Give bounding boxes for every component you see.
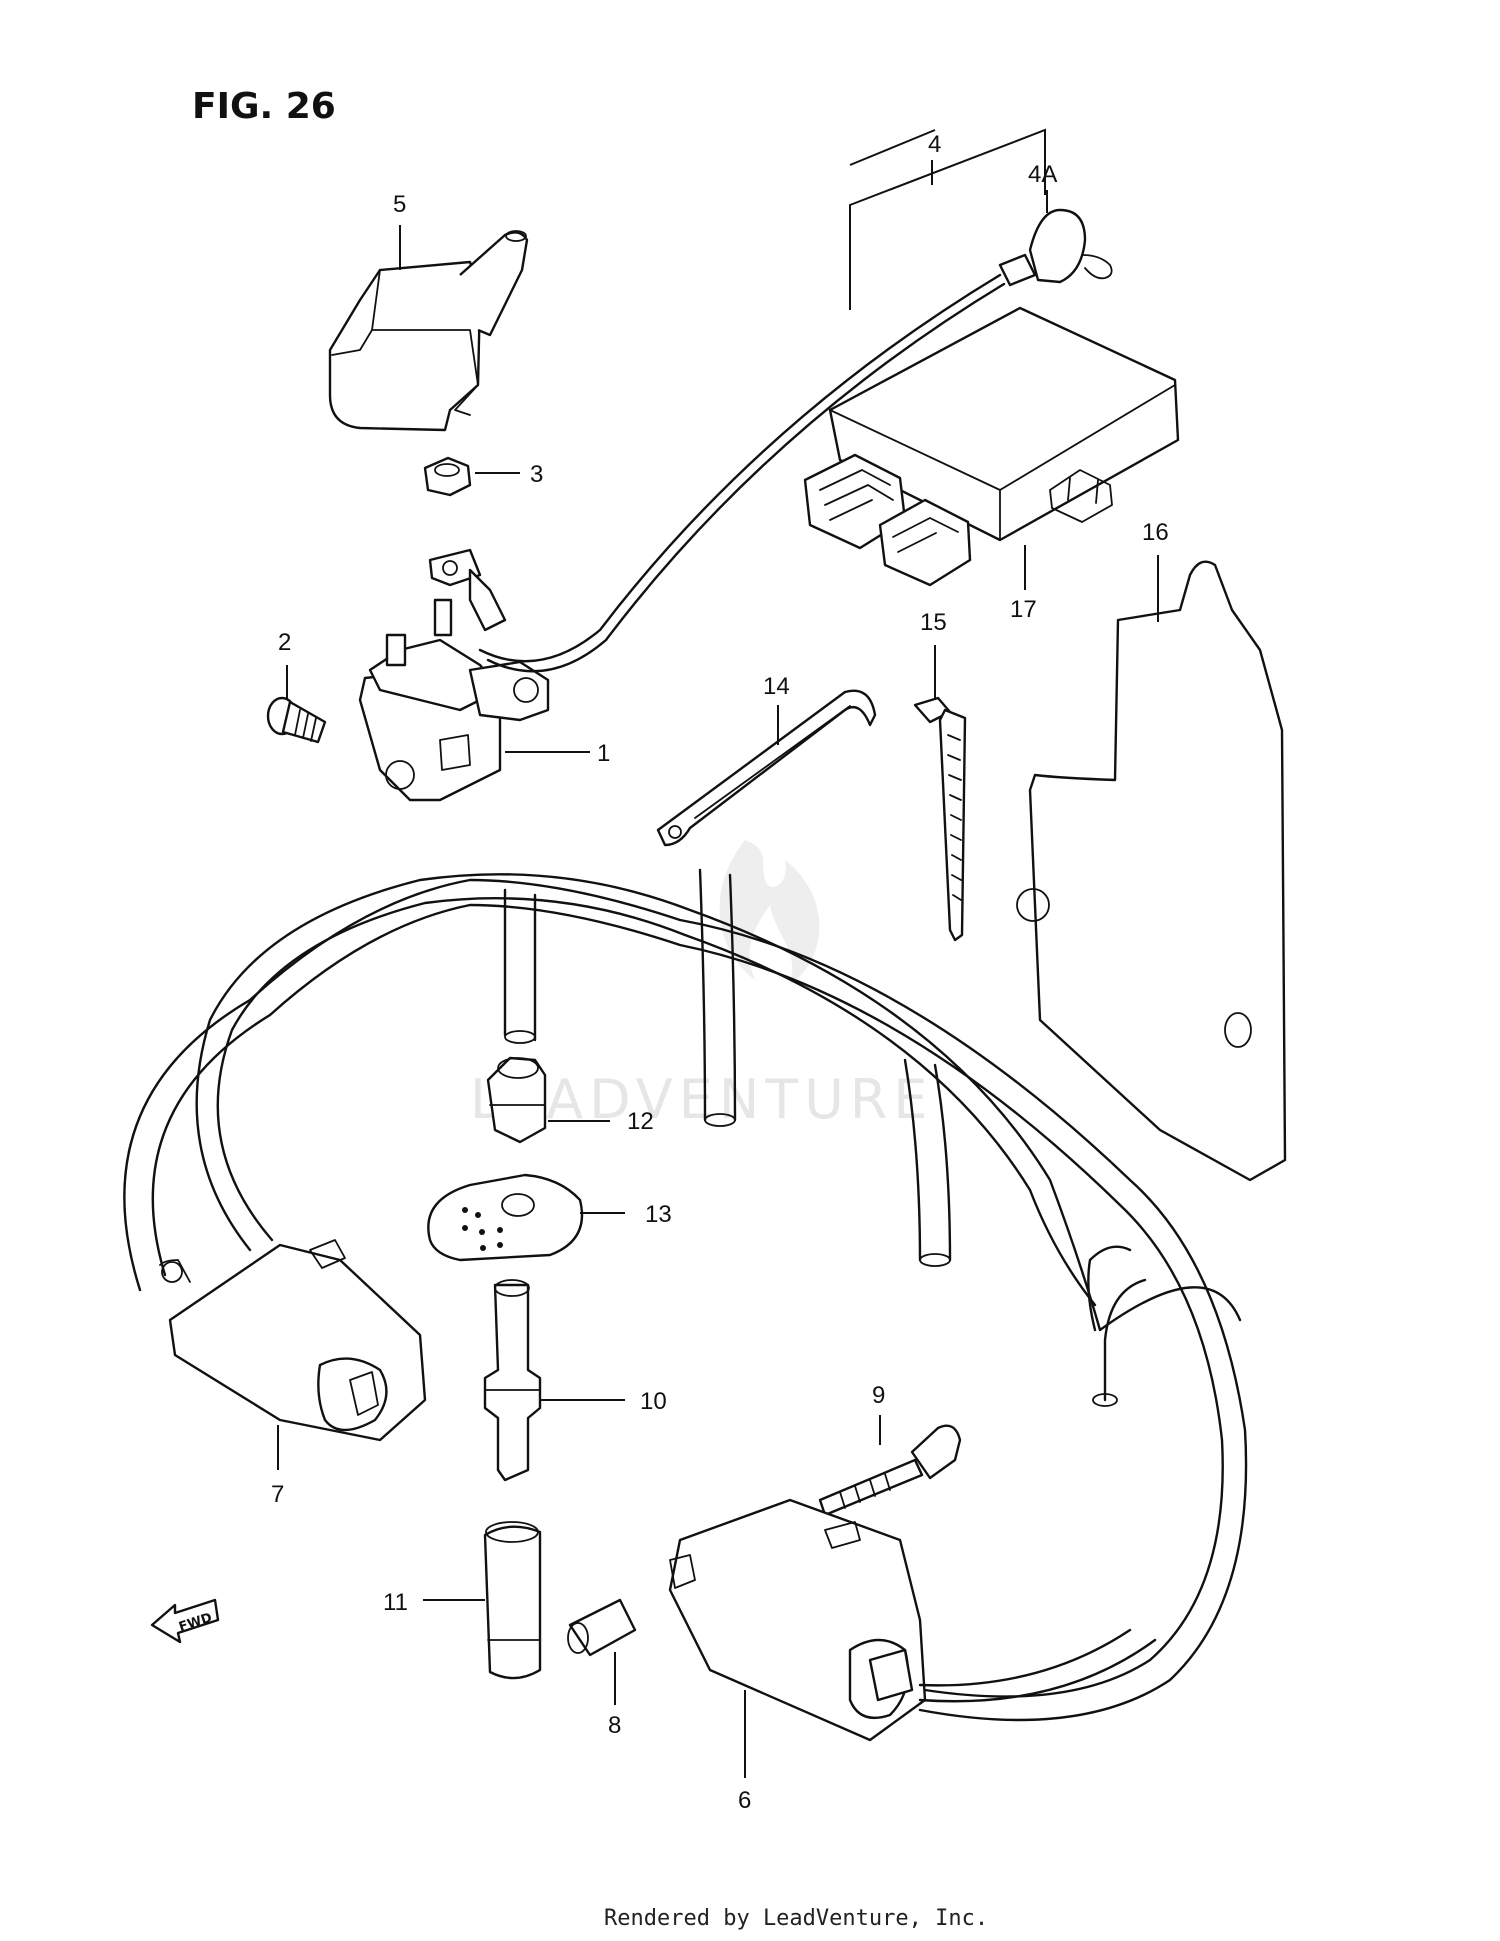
part-10-plug-cap[interactable] bbox=[483, 1279, 542, 1482]
watermark-text: LEADVENTURE bbox=[470, 1068, 933, 1131]
callout-1: 1 bbox=[597, 740, 610, 767]
callout-4: 4 bbox=[928, 131, 941, 158]
callout-7: 7 bbox=[271, 1481, 284, 1508]
callout-11: 11 bbox=[383, 1589, 408, 1616]
part-4-wire-lead[interactable] bbox=[478, 208, 1113, 673]
part-13-plate[interactable] bbox=[427, 1173, 584, 1262]
footer-credit: Rendered by LeadVenture, Inc. bbox=[604, 1906, 988, 1931]
part-14-band[interactable] bbox=[656, 689, 877, 847]
part-9-bolt[interactable] bbox=[818, 1424, 962, 1517]
callout-12: 12 bbox=[627, 1108, 654, 1135]
part-8-spacer[interactable] bbox=[567, 1598, 637, 1657]
part-1-starter-relay[interactable] bbox=[358, 548, 550, 802]
callout-17: 17 bbox=[1010, 596, 1037, 623]
callout-3: 3 bbox=[530, 461, 543, 488]
watermark: LEADVENTURE bbox=[470, 840, 933, 1131]
callout-8: 8 bbox=[608, 1712, 621, 1739]
part-2-bolt[interactable] bbox=[266, 696, 327, 744]
callout-2: 2 bbox=[278, 629, 291, 656]
callout-15: 15 bbox=[920, 609, 947, 636]
part-17-cdi-unit[interactable] bbox=[803, 306, 1180, 587]
callout-numbers: 5 3 2 1 4 4A 17 16 15 14 12 13 10 11 8 7… bbox=[271, 131, 1169, 1814]
callout-10: 10 bbox=[640, 1388, 667, 1415]
part-16-sheet[interactable] bbox=[1016, 560, 1287, 1182]
callout-16: 16 bbox=[1142, 519, 1169, 546]
callout-14: 14 bbox=[763, 673, 790, 700]
callout-4a: 4A bbox=[1028, 161, 1057, 188]
callout-6: 6 bbox=[738, 1787, 751, 1814]
callout-lines bbox=[277, 128, 1159, 1778]
part-7-ignition-coil[interactable] bbox=[159, 1239, 427, 1442]
figure-title: FIG. 26 bbox=[192, 86, 336, 127]
forward-arrow-icon: FWD bbox=[150, 1598, 220, 1644]
part-15-cable-tie[interactable] bbox=[913, 696, 967, 942]
callout-13: 13 bbox=[645, 1201, 672, 1228]
callout-5: 5 bbox=[393, 191, 406, 218]
part-5-cover[interactable] bbox=[328, 230, 529, 432]
part-12-cap[interactable] bbox=[486, 1056, 547, 1144]
part-6-ignition-coil[interactable] bbox=[668, 1498, 927, 1742]
callout-9: 9 bbox=[872, 1382, 885, 1409]
part-11-tube[interactable] bbox=[483, 1521, 542, 1680]
part-3-nut[interactable] bbox=[423, 456, 472, 497]
high-tension-leads bbox=[123, 868, 1248, 1722]
